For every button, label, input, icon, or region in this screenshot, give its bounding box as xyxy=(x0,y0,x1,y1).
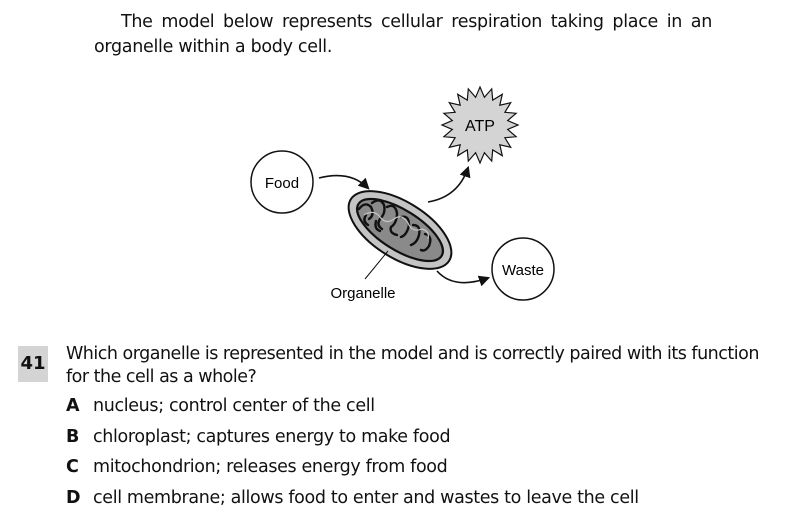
waste-circle xyxy=(491,237,555,301)
choice-letter: C xyxy=(66,457,79,477)
choice-text: mitochondrion; releases energy from food xyxy=(93,457,448,477)
choice-text: cell membrane; allows food to enter and … xyxy=(93,487,639,508)
organelle-inner-highlight xyxy=(363,211,429,240)
food-node: Food xyxy=(250,150,314,214)
food-to-organelle-arrow xyxy=(318,174,370,190)
atp-label: ATP xyxy=(465,118,495,135)
choice-letter: D xyxy=(66,487,81,508)
choice-c[interactable]: C mitochondrion; releases energy from fo… xyxy=(66,457,639,488)
organelle-to-atp-arrow xyxy=(427,165,471,203)
mitochondrion-organelle xyxy=(347,190,453,270)
question-text: Which organelle is represented in the mo… xyxy=(66,344,759,387)
atp-node: ATP xyxy=(440,85,520,165)
food-circle xyxy=(250,150,314,214)
cellular-respiration-diagram: Food ATP Waste Organelle xyxy=(250,85,555,302)
choice-text: nucleus; control center of the cell xyxy=(93,396,375,416)
organelle-label: Organelle xyxy=(330,285,395,302)
choice-d[interactable]: D cell membrane; allows food to enter an… xyxy=(66,488,639,519)
organelle-leader-line xyxy=(364,250,389,280)
choice-text: chloroplast; captures energy to make foo… xyxy=(93,426,451,447)
choice-a[interactable]: A nucleus; control center of the cell xyxy=(66,396,639,427)
answer-choices: A nucleus; control center of the cell B … xyxy=(66,396,639,518)
choice-letter: A xyxy=(66,396,80,416)
waste-node: Waste xyxy=(491,237,555,301)
atp-starburst xyxy=(440,85,520,165)
organelle-to-waste-arrow xyxy=(436,270,491,287)
choice-letter: B xyxy=(66,426,79,447)
food-label: Food xyxy=(265,175,299,192)
choice-b[interactable]: B chloroplast; captures energy to make f… xyxy=(66,427,639,458)
waste-label: Waste xyxy=(502,262,544,279)
question-number: 41 xyxy=(18,346,48,382)
organelle-matrix xyxy=(356,197,444,263)
intro-text: The model below represents cellular resp… xyxy=(94,12,712,57)
